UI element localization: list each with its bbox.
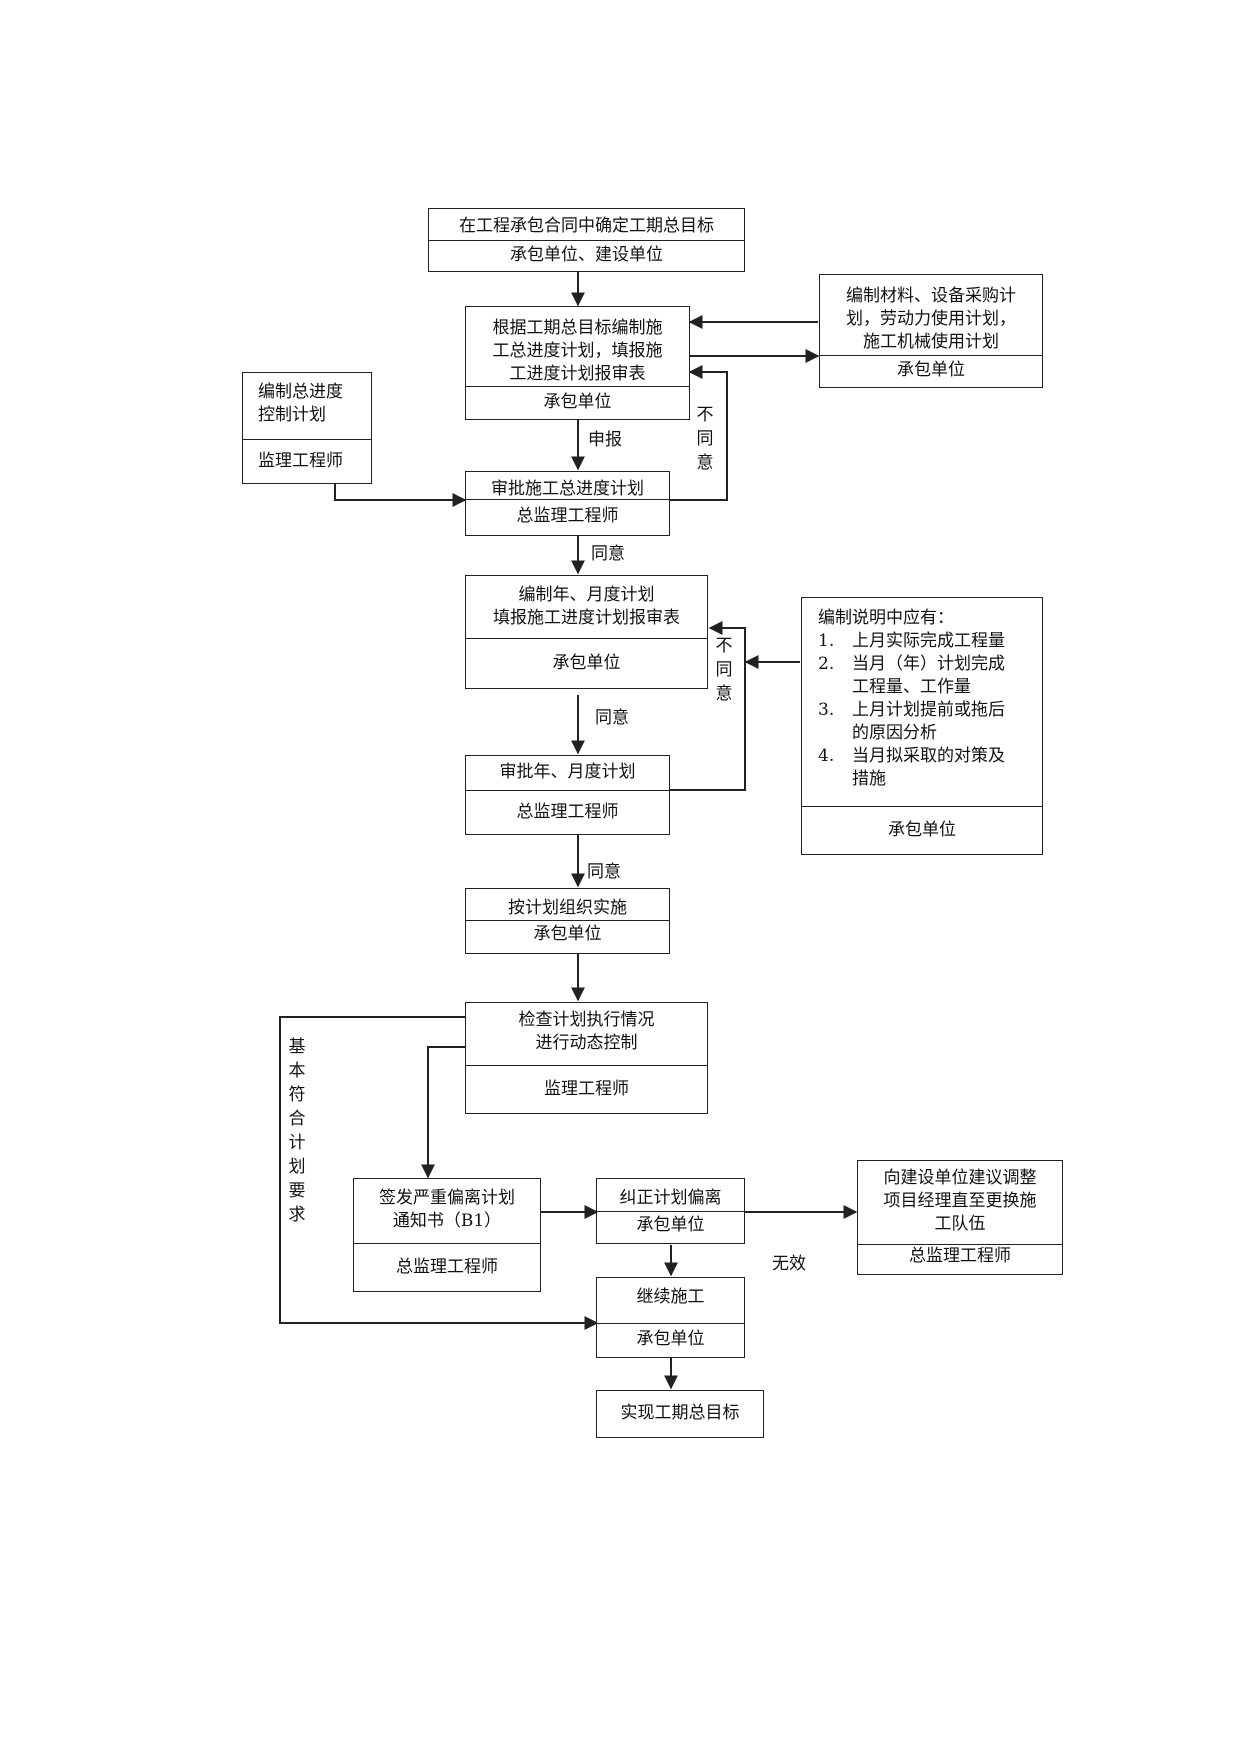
node-role: 承包单位	[466, 920, 669, 953]
notes-heading: 编制说明中应有：	[818, 608, 954, 628]
node-role: 承包单位	[597, 1211, 744, 1243]
label-disagree-2: 不 同 意	[715, 636, 733, 704]
node-achieve: 实现工期总目标	[596, 1390, 764, 1438]
node-title: 纠正计划偏离	[619, 1188, 722, 1208]
node-role: 承包单位	[802, 806, 1042, 854]
node-role: 承包单位	[466, 638, 707, 688]
node-title: 实现工期总目标	[620, 1403, 740, 1423]
label-agree-1: 同意	[591, 544, 625, 564]
notes-item: 1.上月实际完成工程量	[818, 631, 1005, 651]
node-title: 向建设单位建议调整 项目经理直至更换施 工队伍	[883, 1168, 1037, 1234]
node-role: 总监理工程师	[466, 499, 669, 535]
node-title: 签发严重偏离计划 通知书（B1）	[379, 1188, 515, 1231]
label-invalid: 无效	[772, 1254, 806, 1274]
node-title: 在工程承包合同中确定工期总目标	[459, 216, 714, 236]
node-role: 总监理工程师	[354, 1243, 540, 1291]
node-role: 承包单位	[466, 386, 689, 419]
label-agree-3: 同意	[587, 862, 621, 882]
node-procurement-plan: 编制材料、设备采购计 划，劳动力使用计划， 施工机械使用计划 承包单位	[819, 274, 1043, 388]
node-title: 检查计划执行情况 进行动态控制	[518, 1010, 655, 1053]
node-deviation-notice: 签发严重偏离计划 通知书（B1） 总监理工程师	[353, 1178, 541, 1292]
notes-item: 4.当月拟采取的对策及措施	[818, 746, 1005, 789]
label-submit: 申报	[588, 430, 622, 450]
label-disagree-1: 不 同 意	[696, 405, 714, 473]
node-title: 编制年、月度计划 填报施工进度计划报审表	[493, 585, 680, 628]
node-title: 编制总进度 控制计划	[258, 382, 343, 425]
node-role: 监理工程师	[243, 439, 371, 483]
node-role: 承包单位、建设单位	[429, 240, 744, 271]
node-title: 编制材料、设备采购计 划，劳动力使用计划， 施工机械使用计划	[846, 286, 1016, 352]
node-continue: 继续施工 承包单位	[596, 1277, 745, 1358]
notes-item: 3.上月计划提前或拖后的原因分析	[818, 700, 1005, 743]
node-title: 继续施工	[636, 1287, 705, 1307]
arrow-inspect-to-notice	[421, 1046, 465, 1179]
label-agree-2: 同意	[595, 708, 629, 728]
node-title: 按计划组织实施	[508, 898, 627, 918]
node-role: 承包单位	[597, 1323, 744, 1357]
node-approve-monthly: 审批年、月度计划 总监理工程师	[465, 755, 670, 835]
notes-list: 1.上月实际完成工程量 2.当月（年）计划完成工程量、工作量 3.上月计划提前或…	[802, 630, 1042, 791]
node-monthly-plan: 编制年、月度计划 填报施工进度计划报审表 承包单位	[465, 575, 708, 689]
node-notes: 编制说明中应有： 1.上月实际完成工程量 2.当月（年）计划完成工程量、工作量 …	[801, 597, 1043, 855]
arrow-control-to-approve	[334, 483, 467, 507]
node-master-schedule: 根据工期总目标编制施 工总进度计划，填报施 工进度计划报审表 承包单位	[465, 306, 690, 420]
notes-item: 2.当月（年）计划完成工程量、工作量	[818, 654, 1005, 697]
node-suggest-replace: 向建设单位建议调整 项目经理直至更换施 工队伍 总监理工程师	[857, 1160, 1063, 1275]
label-conform: 基 本 符 合 计 划 要 求	[288, 1037, 306, 1225]
node-role: 承包单位	[820, 355, 1042, 387]
node-control-plan: 编制总进度 控制计划 监理工程师	[242, 372, 372, 484]
node-role: 监理工程师	[466, 1065, 707, 1113]
node-role: 总监理工程师	[466, 790, 669, 834]
node-title: 根据工期总目标编制施 工总进度计划，填报施 工进度计划报审表	[492, 318, 663, 384]
node-implement: 按计划组织实施 承包单位	[465, 888, 670, 954]
node-goal-define: 在工程承包合同中确定工期总目标 承包单位、建设单位	[428, 208, 745, 272]
node-correct: 纠正计划偏离 承包单位	[596, 1178, 745, 1244]
node-title: 审批施工总进度计划	[491, 479, 644, 499]
node-approve-master: 审批施工总进度计划 总监理工程师	[465, 471, 670, 536]
node-role: 总监理工程师	[858, 1244, 1062, 1274]
node-inspect: 检查计划执行情况 进行动态控制 监理工程师	[465, 1002, 708, 1114]
node-title: 审批年、月度计划	[499, 762, 636, 782]
